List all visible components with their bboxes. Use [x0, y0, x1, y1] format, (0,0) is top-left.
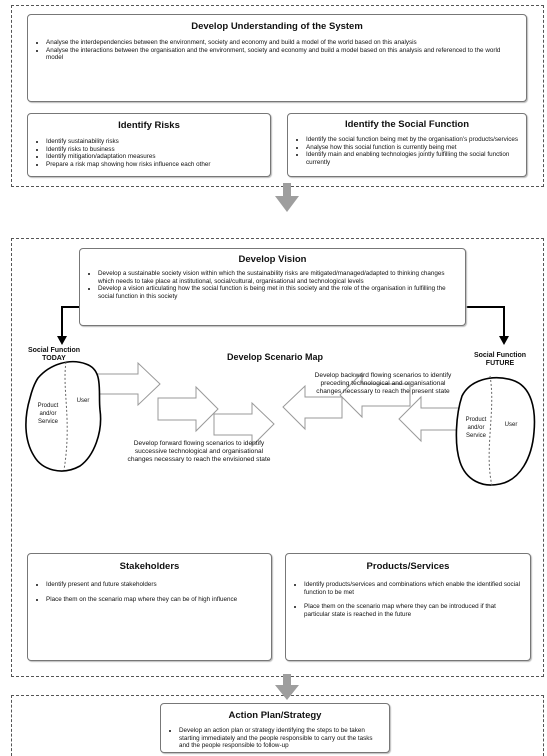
section-action-frame: [11, 695, 544, 756]
vision-right-connector: [466, 306, 505, 337]
forward-arrow-1: [95, 361, 161, 407]
down-arrow-1: [275, 183, 299, 212]
risks-title: Identify Risks: [118, 120, 180, 131]
vision-title: Develop Vision: [238, 254, 307, 265]
action-item: Develop an action plan or strategy ident…: [179, 727, 381, 750]
stakeholders-item: Identify present and future stakeholders: [46, 581, 263, 589]
social-function-item: Identify main and enabling technologies …: [306, 151, 518, 166]
future-blob: [455, 376, 536, 486]
backward-arrow-2: [339, 371, 411, 419]
risks-box: Identify Risks Identify sustainability r…: [27, 113, 271, 177]
vision-box: Develop Vision Develop a sustainable soc…: [79, 248, 466, 326]
section-understanding-frame: [11, 5, 544, 187]
understanding-box: Develop Understanding of the System Anal…: [27, 14, 527, 102]
today-product-label: Product and/or Service: [37, 403, 59, 425]
today-label: Social Function TODAY: [27, 347, 81, 362]
backward-arrow-1: [398, 395, 460, 443]
backward-scenarios-text: Develop backward flowing scenarios to id…: [314, 372, 452, 395]
forward-scenarios-text: Develop forward flowing scenarios to ide…: [127, 440, 271, 463]
risks-item: Identify mitigation/adaptation measures: [46, 153, 262, 161]
vision-item: Develop a vision articulating how the so…: [98, 285, 457, 300]
future-label: Social Function FUTURE: [473, 352, 527, 367]
stakeholders-box: Stakeholders Identify present and future…: [27, 553, 272, 661]
understanding-title: Develop Understanding of the System: [191, 21, 363, 32]
products-title: Products/Services: [366, 561, 450, 572]
risks-item: Identify sustainability risks: [46, 138, 262, 146]
products-item: Identify products/services and combinati…: [304, 581, 522, 596]
risks-item: Prepare a risk map showing how risks inf…: [46, 161, 262, 169]
vision-left-arrowhead: [57, 336, 67, 345]
stakeholders-item: Place them on the scenario map where the…: [46, 596, 263, 604]
forward-arrow-3: [213, 401, 275, 448]
vision-left-connector: [61, 306, 79, 337]
vision-right-arrowhead: [499, 336, 509, 345]
down-arrow-2: [275, 674, 299, 700]
scenario-title: Develop Scenario Map: [226, 352, 324, 362]
stakeholders-title: Stakeholders: [119, 561, 180, 572]
future-user-label: User: [504, 422, 518, 428]
understanding-item: Analyse the interdependencies between th…: [46, 39, 518, 47]
action-title: Action Plan/Strategy: [228, 710, 322, 721]
section-scenario-frame: [11, 238, 544, 677]
backward-arrow-3: [282, 384, 343, 431]
risks-item: Identify risks to business: [46, 146, 262, 154]
today-divider: [63, 361, 68, 471]
today-user-label: User: [76, 398, 90, 404]
forward-arrow-2: [157, 385, 219, 433]
products-box: Products/Services Identify products/serv…: [285, 553, 531, 661]
today-blob: [25, 360, 102, 472]
social-function-title: Identify the Social Function: [344, 119, 470, 130]
social-function-item: Analyse how this social function is curr…: [306, 144, 518, 152]
action-box: Action Plan/Strategy Develop an action p…: [160, 703, 390, 753]
vision-item: Develop a sustainable society vision wit…: [98, 270, 457, 285]
diagram-graphics: [25, 183, 536, 700]
social-function-item: Identify the social function being met b…: [306, 136, 518, 144]
understanding-item: Analyse the interactions between the org…: [46, 47, 518, 62]
social-function-box: Identify the Social Function Identify th…: [287, 113, 527, 177]
future-product-label: Product and/or Service: [465, 417, 487, 439]
products-item: Place them on the scenario map where the…: [304, 603, 522, 618]
